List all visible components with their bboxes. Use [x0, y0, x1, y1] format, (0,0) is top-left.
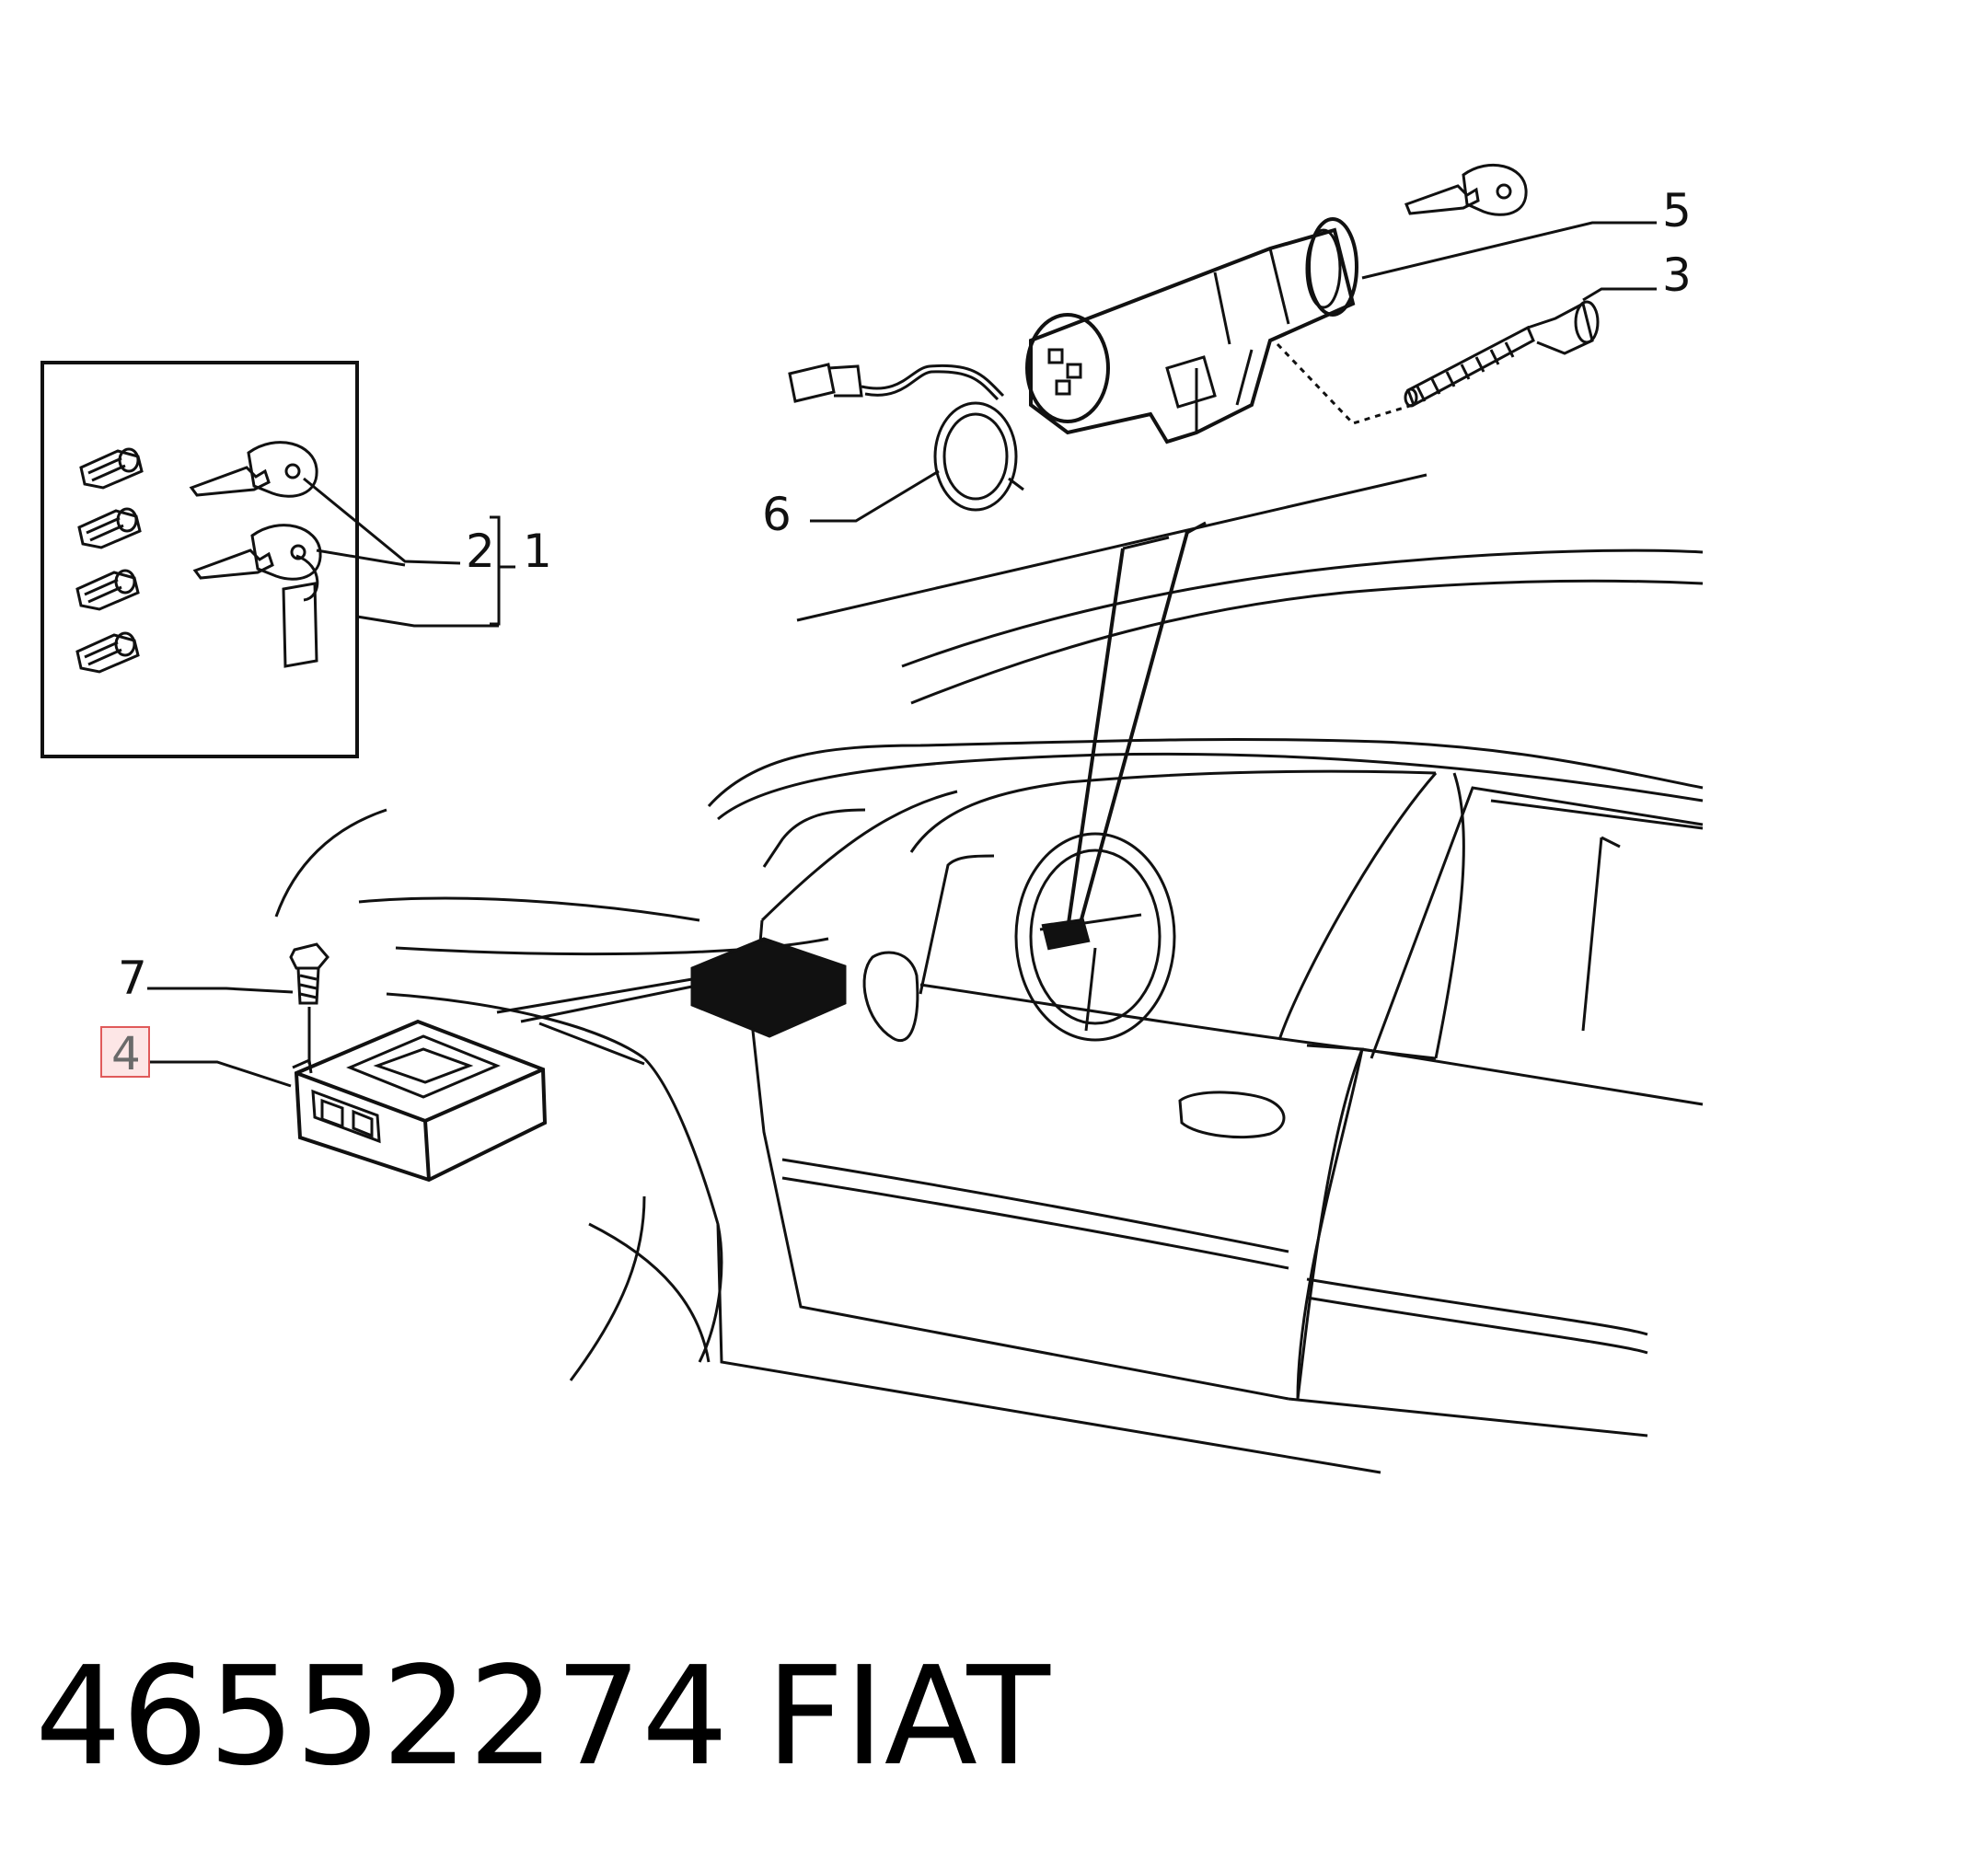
leader-lines [147, 987, 294, 1088]
lock-barrel [1025, 217, 1358, 445]
shear-bolt [1404, 300, 1600, 408]
brand-name: FIAT [766, 1637, 1050, 1795]
callout-2[interactable]: 2 [466, 525, 495, 578]
mounting-screw [289, 942, 329, 1064]
callout-7[interactable]: 7 [118, 952, 147, 1005]
callout-4[interactable]: 4 [111, 1027, 141, 1080]
callout-bracket [490, 515, 515, 626]
callout-3[interactable]: 3 [1662, 248, 1692, 302]
module-location-block [496, 937, 847, 1066]
part-number: 46552274 [35, 1637, 729, 1795]
callout-1[interactable]: 1 [523, 525, 552, 578]
location-pointer [1041, 531, 1189, 951]
inset-frame [40, 361, 359, 758]
immobilizer-antenna [788, 363, 1024, 512]
key-with-tag-icon [192, 524, 322, 668]
control-unit [292, 1019, 548, 1183]
ignition-key-icon [1404, 164, 1528, 216]
lock-cylinders [75, 447, 144, 674]
key-icon [189, 441, 318, 498]
ignition-switch-assembly [788, 164, 1657, 523]
callout-highlight-box [100, 1026, 150, 1078]
key-set-inset [40, 361, 499, 758]
callout-6[interactable]: 6 [762, 488, 792, 541]
callout-5[interactable]: 5 [1662, 184, 1692, 237]
